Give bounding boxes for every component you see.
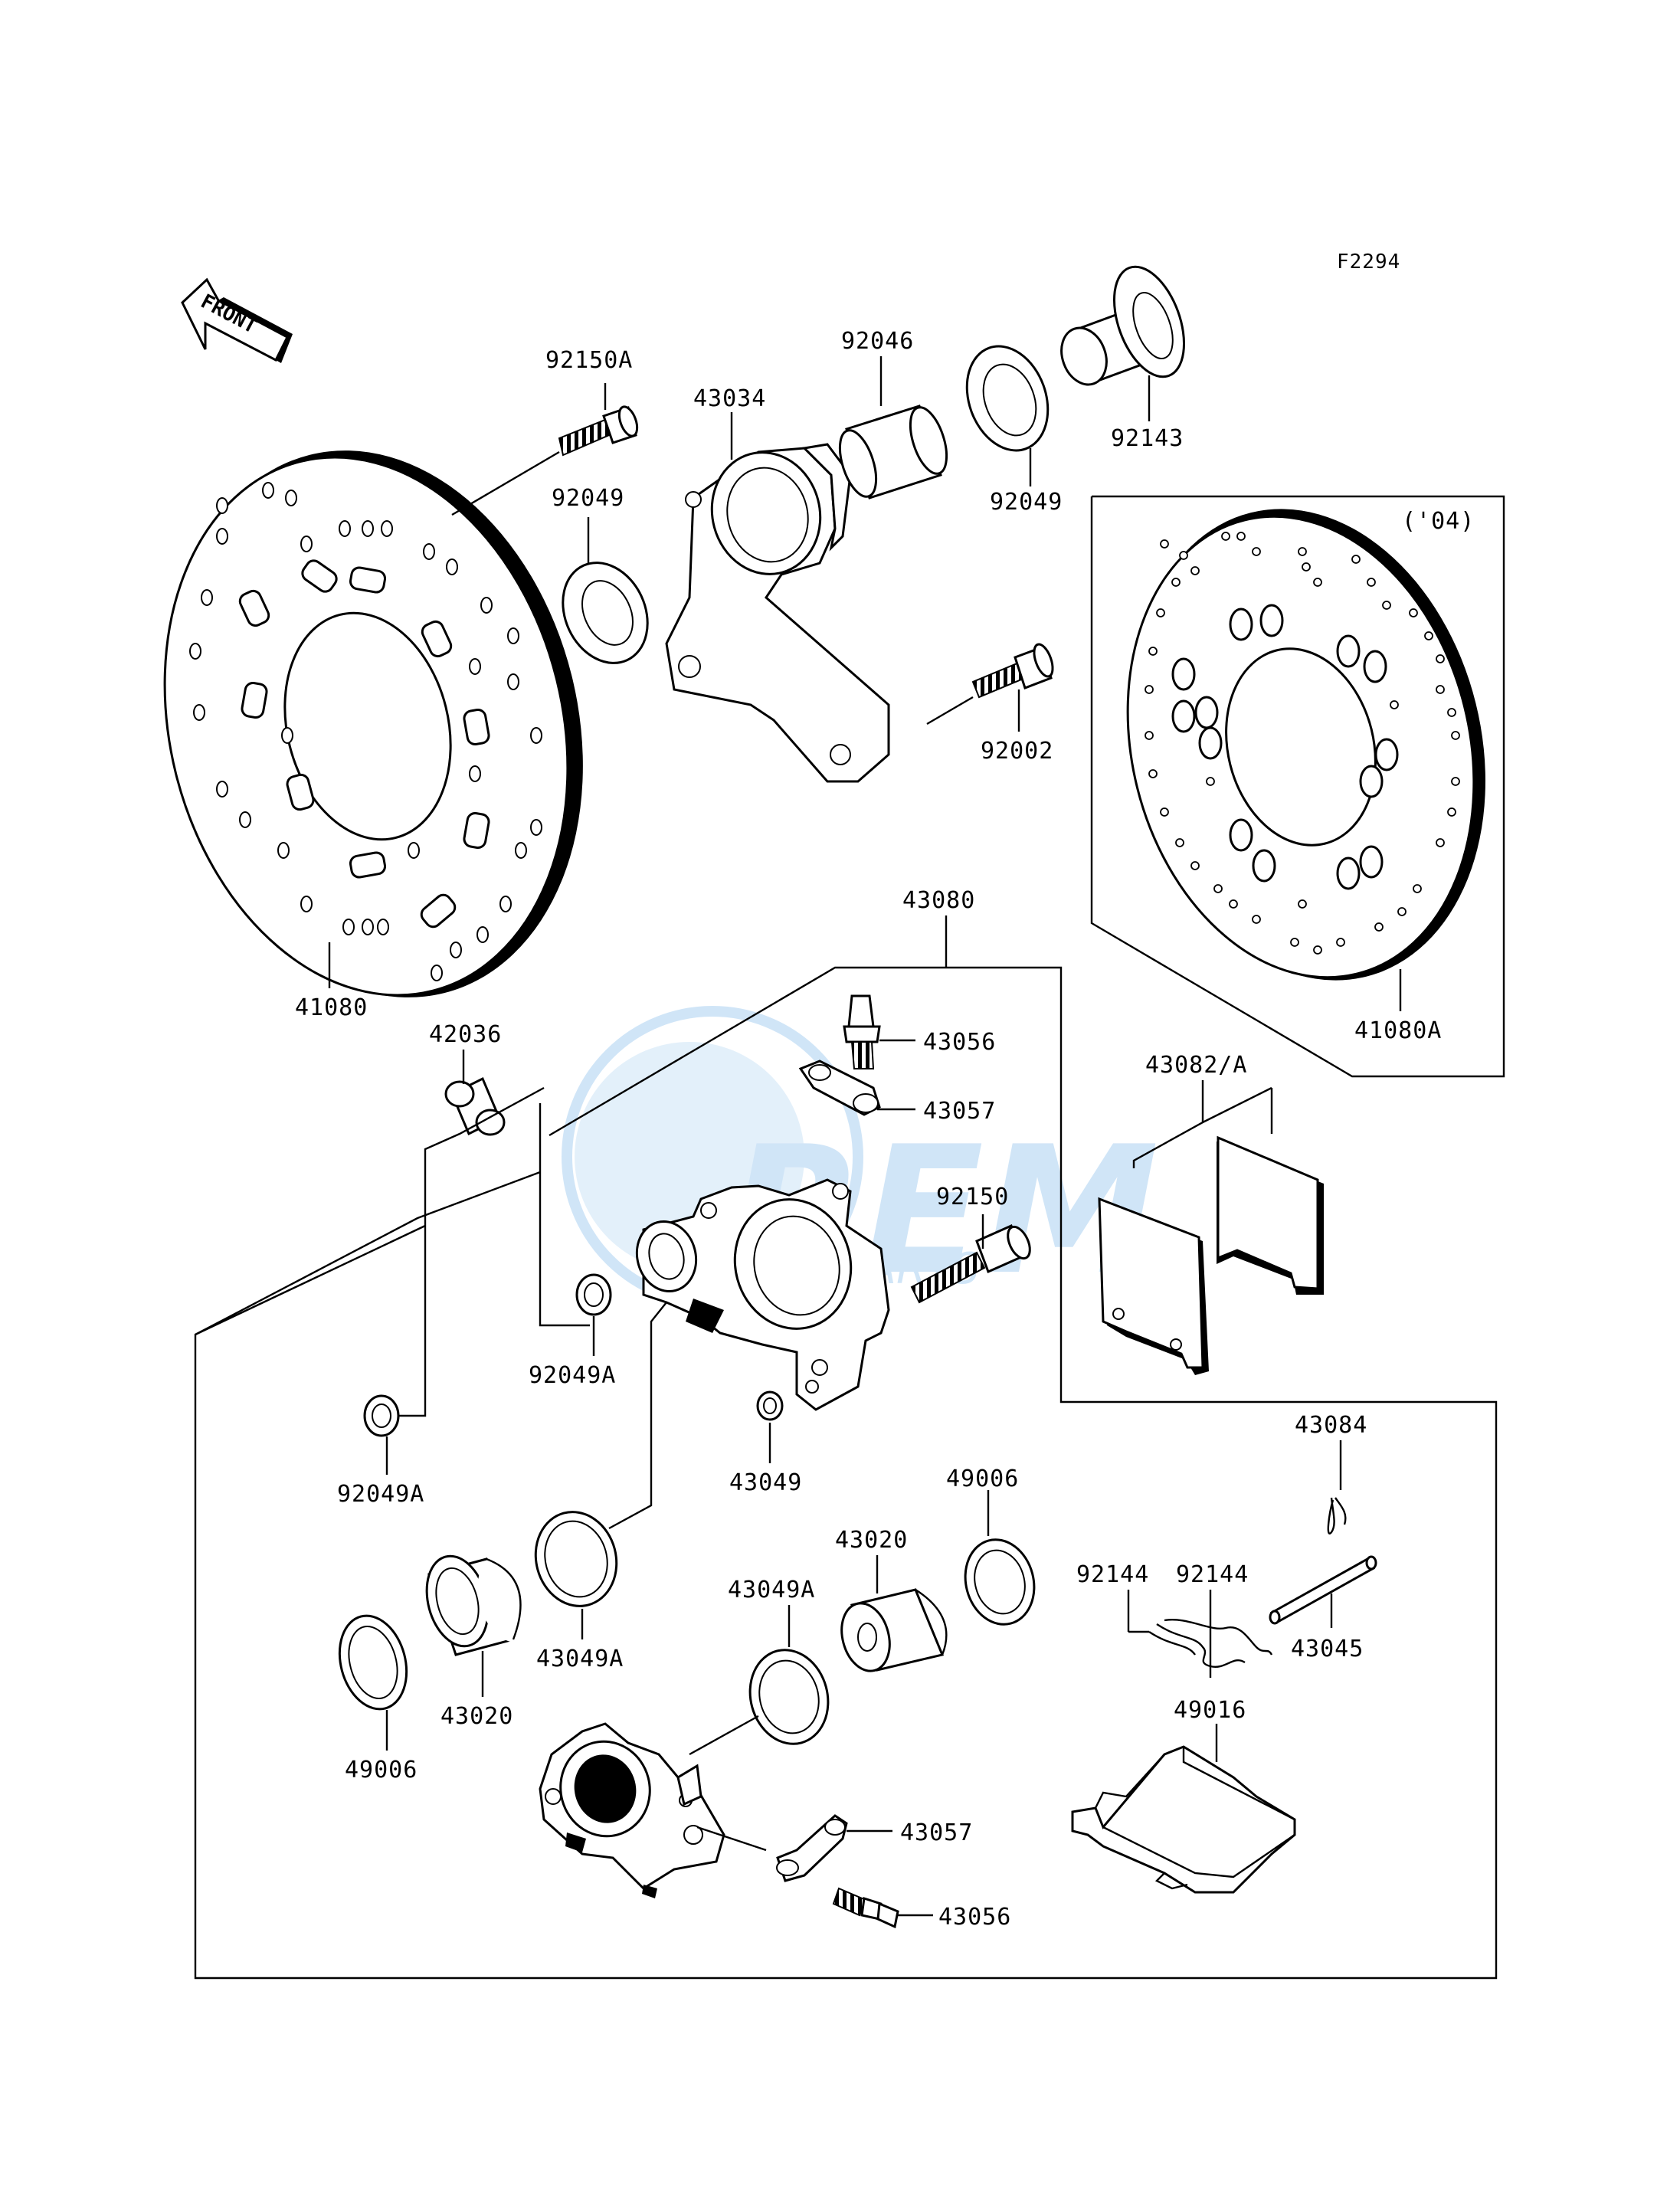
label-43082A: 43082/A	[1145, 1052, 1247, 1079]
label-43057-low: 43057	[900, 1819, 973, 1846]
label-43045: 43045	[1291, 1636, 1364, 1662]
caliper-body-upper	[635, 1178, 890, 1411]
label-92143: 92143	[1111, 425, 1184, 452]
pad-spring	[1148, 1619, 1273, 1669]
label-42036: 42036	[429, 1021, 502, 1048]
label-92049A-mid: 92049A	[529, 1362, 616, 1389]
label-43049: 43049	[729, 1469, 802, 1496]
label-92049-top: 92049	[990, 489, 1063, 516]
label-92144-b: 92144	[1176, 1561, 1249, 1588]
seal-92049A-mid	[575, 1273, 612, 1316]
brake-disc-04	[1126, 509, 1485, 981]
piston-43020-right	[840, 1588, 948, 1672]
label-92150A: 92150A	[545, 347, 633, 374]
label-92049A-low: 92049A	[337, 1481, 424, 1508]
label-92002: 92002	[981, 738, 1053, 765]
piston-43020-left	[425, 1552, 542, 1656]
label-43020-right: 43020	[835, 1527, 908, 1554]
caliper-body-lower	[539, 1722, 725, 1898]
seal-92049-top	[965, 345, 1050, 452]
bleed-cap-low	[776, 1814, 848, 1882]
bolt-92150	[910, 1223, 1031, 1304]
label-92150: 92150	[936, 1184, 1009, 1210]
label-49006-left: 49006	[345, 1757, 418, 1783]
label-41080: 41080	[295, 994, 368, 1021]
collar-92143	[1060, 265, 1186, 386]
brake-pads	[1098, 1080, 1324, 1375]
r-clip	[1327, 1497, 1347, 1534]
pad-plate	[1071, 1745, 1296, 1894]
label-43049A-left: 43049A	[536, 1646, 624, 1672]
label-43057-top: 43057	[923, 1098, 996, 1125]
bolt-92150A	[558, 405, 639, 457]
bushing-92046	[838, 404, 948, 499]
bleed-valve-low	[832, 1887, 899, 1929]
washer-43049	[756, 1390, 784, 1421]
caliper-bracket	[665, 443, 890, 783]
label-43034: 43034	[693, 385, 766, 412]
label-49006-right: 49006	[946, 1466, 1019, 1492]
label-43056-top: 43056	[923, 1029, 996, 1056]
label-43049A-right: 43049A	[728, 1577, 815, 1603]
label-43080: 43080	[902, 887, 975, 914]
seal-92049-left	[562, 562, 649, 664]
bolt-92002	[971, 643, 1054, 699]
seal-43049A-right	[748, 1649, 830, 1745]
seal-49006-left	[338, 1614, 408, 1711]
front-arrow-icon: FRONT	[181, 277, 293, 363]
label-43084: 43084	[1295, 1412, 1367, 1439]
seal-49006-right	[964, 1538, 1036, 1626]
seal-92049A-low	[363, 1394, 400, 1437]
seal-43049A-left	[534, 1511, 618, 1607]
label-92049-left: 92049	[552, 485, 624, 512]
label-41080A: 41080A	[1354, 1017, 1442, 1044]
label-43020-left: 43020	[440, 1703, 513, 1730]
label-92144-a: 92144	[1076, 1561, 1149, 1588]
bleed-cap-top	[798, 1060, 881, 1116]
pad-pin	[1269, 1555, 1377, 1625]
brake-disc	[163, 450, 583, 997]
label-43056-low: 43056	[938, 1904, 1011, 1931]
figure-code: F2294	[1337, 251, 1400, 273]
variant-disc-box: ('04)	[1090, 495, 1505, 1078]
label-92046: 92046	[841, 328, 914, 355]
bleed-valve-top	[843, 994, 881, 1069]
collar-42036	[444, 1076, 506, 1136]
label-49016: 49016	[1174, 1697, 1246, 1724]
variant-note: ('04)	[1402, 508, 1475, 535]
